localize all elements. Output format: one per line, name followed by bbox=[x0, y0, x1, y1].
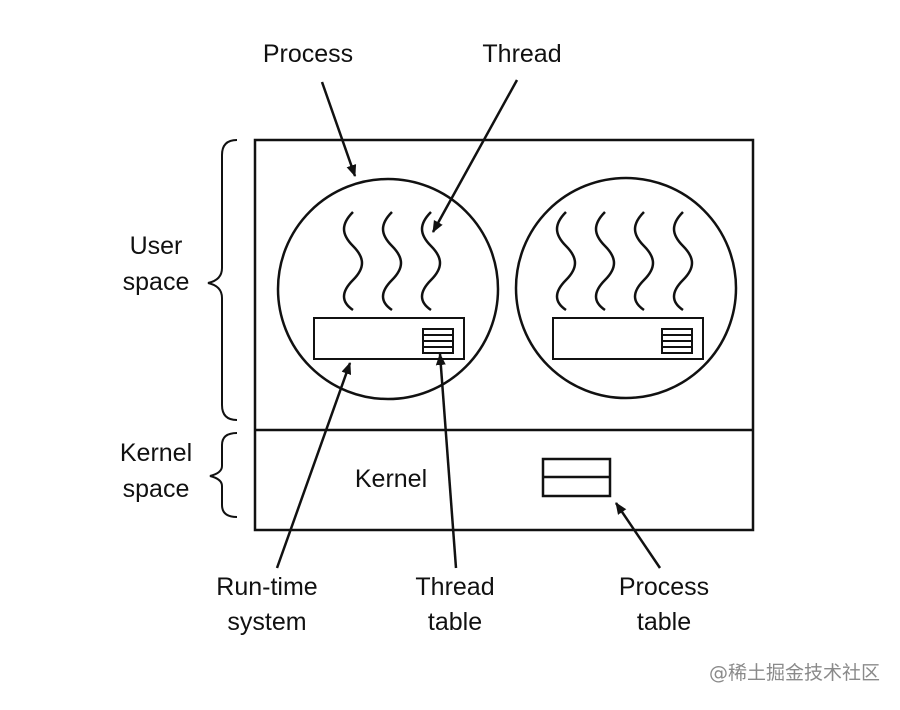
arrow-process bbox=[320, 81, 357, 177]
thread-wavy-line bbox=[420, 211, 442, 312]
process-left bbox=[276, 177, 500, 401]
thread-wavy-line bbox=[381, 211, 403, 312]
thread-wavy-line bbox=[342, 211, 364, 312]
label-process: Process bbox=[263, 40, 353, 68]
label-user-space-1: User bbox=[130, 232, 183, 260]
runtime-system-box bbox=[313, 317, 465, 360]
process-right bbox=[514, 176, 738, 400]
thread-wavy-line bbox=[672, 211, 694, 312]
label-runtime-1: Run-time bbox=[216, 573, 317, 601]
thread-wavy-line bbox=[594, 211, 616, 312]
thread-table-icon bbox=[661, 328, 693, 354]
label-thread-table-2: table bbox=[428, 608, 482, 636]
label-kernel: Kernel bbox=[355, 465, 427, 493]
watermark: @稀土掘金技术社区 bbox=[709, 662, 880, 684]
label-process-table-1: Process bbox=[619, 573, 709, 601]
arrow-process-table bbox=[614, 502, 662, 569]
system-box bbox=[253, 138, 755, 532]
label-thread: Thread bbox=[482, 40, 561, 68]
kernel-space-brace bbox=[209, 432, 238, 518]
arrow-runtime-system bbox=[275, 362, 352, 569]
label-process-table-2: table bbox=[637, 608, 691, 636]
label-kernel-space-2: space bbox=[123, 475, 190, 503]
label-runtime-2: system bbox=[227, 608, 306, 636]
label-thread-table-1: Thread bbox=[415, 573, 494, 601]
label-kernel-space-1: Kernel bbox=[120, 439, 192, 467]
process-circle-left bbox=[276, 177, 500, 401]
label-user-space-2: space bbox=[123, 268, 190, 296]
thread-wavy-line bbox=[633, 211, 655, 312]
thread-table-icon bbox=[422, 328, 454, 354]
process-table-icon bbox=[541, 457, 612, 498]
arrow-thread bbox=[431, 79, 519, 233]
runtime-system-box bbox=[552, 317, 704, 360]
user-space-brace bbox=[207, 139, 238, 421]
thread-wavy-line bbox=[555, 211, 577, 312]
arrow-thread-table bbox=[435, 353, 458, 569]
process-circle-right bbox=[514, 176, 738, 400]
